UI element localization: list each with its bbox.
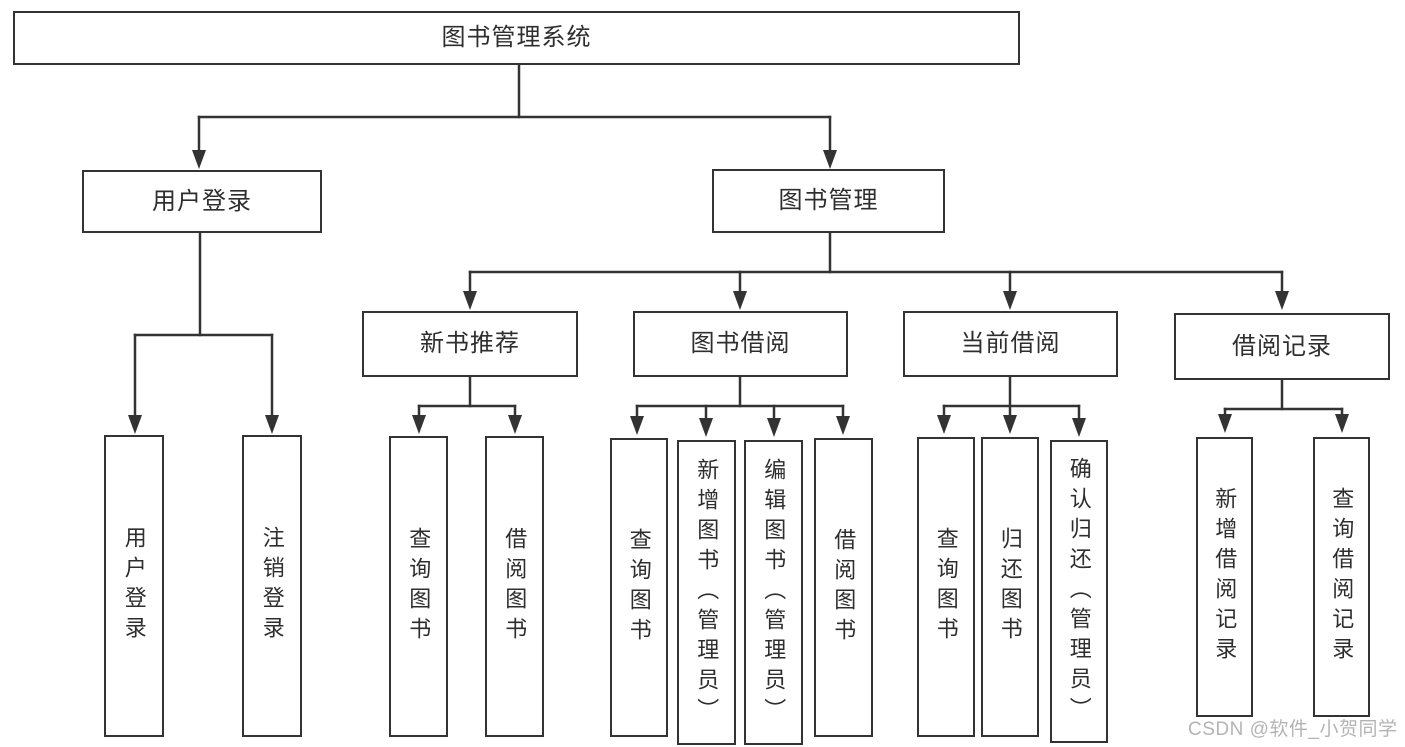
leaf-query-books-borrowing: 查询图书 (610, 438, 668, 737)
node-root: 图书管理系统 (13, 11, 1020, 65)
leaf-return-books: 归还图书 (981, 437, 1039, 737)
leaf-query-books-current: 查询图书 (917, 437, 975, 737)
node-new-book-recommendation: 新书推荐 (362, 311, 578, 377)
node-borrowing-records: 借阅记录 (1174, 313, 1390, 380)
leaf-query-borrow-record: 查询借阅记录 (1313, 437, 1370, 717)
leaf-borrow-books: 借阅图书 (814, 438, 873, 737)
watermark-text: CSDN @软件_小贺同学 (1188, 719, 1398, 740)
leaf-logout: 注销登录 (242, 435, 302, 737)
leaf-edit-book-admin: 编辑图书（管理员） (744, 440, 803, 745)
node-book-borrowing: 图书借阅 (633, 311, 848, 377)
leaf-user-login: 用户登录 (104, 435, 164, 737)
leaf-query-books-recommend: 查询图书 (389, 436, 448, 737)
leaf-add-borrow-record: 新增借阅记录 (1196, 437, 1253, 717)
node-current-borrowing: 当前借阅 (903, 311, 1118, 377)
leaf-add-book-admin: 新增图书（管理员） (677, 440, 736, 745)
leaf-confirm-return-admin: 确认归还（管理员） (1050, 440, 1108, 743)
leaf-borrow-books-recommend: 借阅图书 (485, 436, 544, 737)
node-book-management: 图书管理 (712, 169, 945, 233)
node-user-login: 用户登录 (82, 170, 322, 233)
